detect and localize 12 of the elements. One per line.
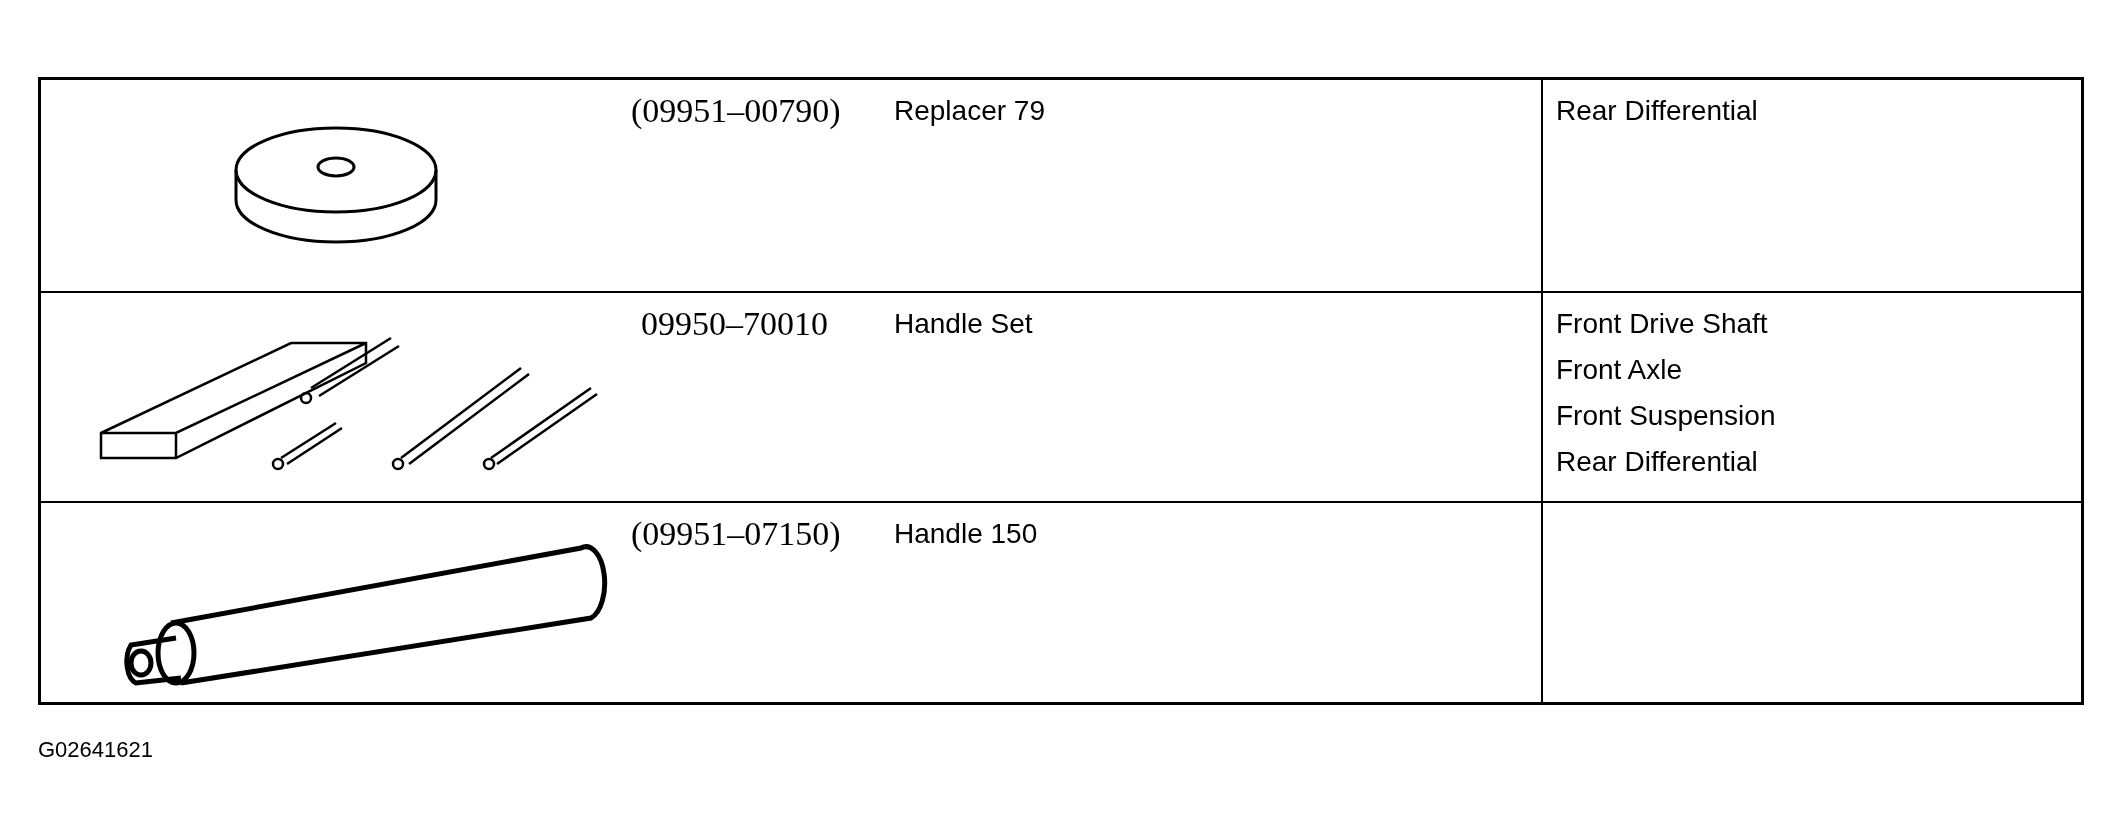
part-number: (09951–00790)	[631, 94, 841, 128]
application: Front Drive Shaft	[1556, 307, 1768, 341]
application: Rear Differential	[1556, 94, 1758, 128]
application: Front Suspension	[1556, 399, 1776, 433]
application: Rear Differential	[1556, 445, 1758, 479]
part-number: 09950–70010	[641, 307, 828, 341]
figure-id: G02641621	[38, 736, 153, 764]
tool-name: Handle Set	[894, 307, 1033, 341]
tool-name: Handle 150	[894, 517, 1038, 551]
tool-name: Replacer 79	[894, 94, 1045, 128]
application: Front Axle	[1556, 353, 1683, 387]
part-number: (09951–07150)	[631, 517, 841, 551]
